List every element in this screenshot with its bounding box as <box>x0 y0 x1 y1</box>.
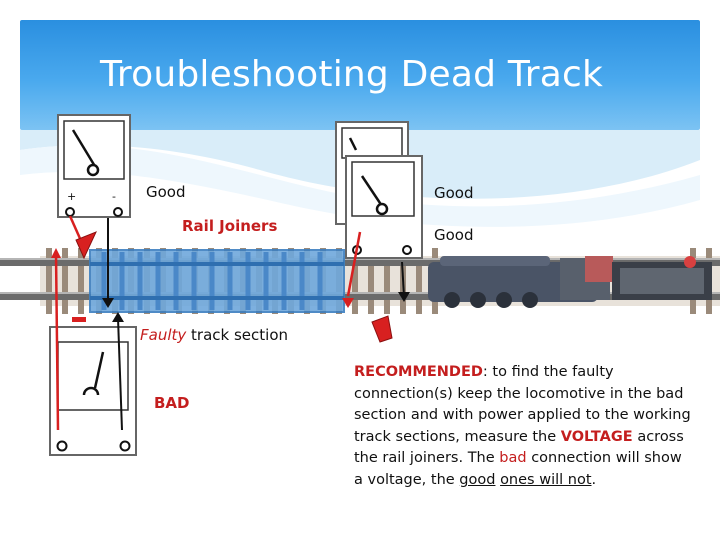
ones-will-not: ones will not <box>500 471 592 488</box>
page-title: Troubleshooting Dead Track <box>100 54 604 95</box>
locomotive <box>428 256 712 308</box>
meter-plus-terminal: + <box>67 190 77 203</box>
meter-minus-terminal: - <box>112 190 116 203</box>
faulty-rest: track section <box>191 326 289 344</box>
good-label-left: Good <box>146 183 186 201</box>
good-label-right-top: Good <box>434 184 474 202</box>
meter-top-right-front <box>345 155 423 259</box>
rec-end: . <box>591 471 597 488</box>
faulty-track-label: Faulty track section <box>140 326 288 344</box>
recommended-lead: RECOMMENDED <box>354 364 483 380</box>
bad-word: bad <box>499 450 527 467</box>
rec-part3: connection will show a voltage, the <box>354 450 682 488</box>
recommendation-text: RECOMMENDED: to find the faulty connecti… <box>354 362 694 492</box>
voltage-word: VOLTAGE <box>560 428 633 445</box>
faulty-word: Faulty <box>140 326 187 344</box>
rec-part1: : to find the faulty connection(s) keep … <box>354 364 691 445</box>
meter-top-left <box>57 114 131 218</box>
bad-label: BAD <box>154 394 190 412</box>
good-label-right-bottom: Good <box>434 226 474 244</box>
rec-part2: across the rail joiners. The <box>354 428 684 467</box>
joiner-marker <box>72 317 86 322</box>
probe-wires <box>51 215 410 431</box>
rail-joiners-label: Rail Joiners <box>182 217 278 235</box>
meter-bottom-left <box>49 326 137 456</box>
good-word: good <box>459 471 496 488</box>
title-banner <box>20 20 700 130</box>
faulty-track-section <box>89 249 345 313</box>
